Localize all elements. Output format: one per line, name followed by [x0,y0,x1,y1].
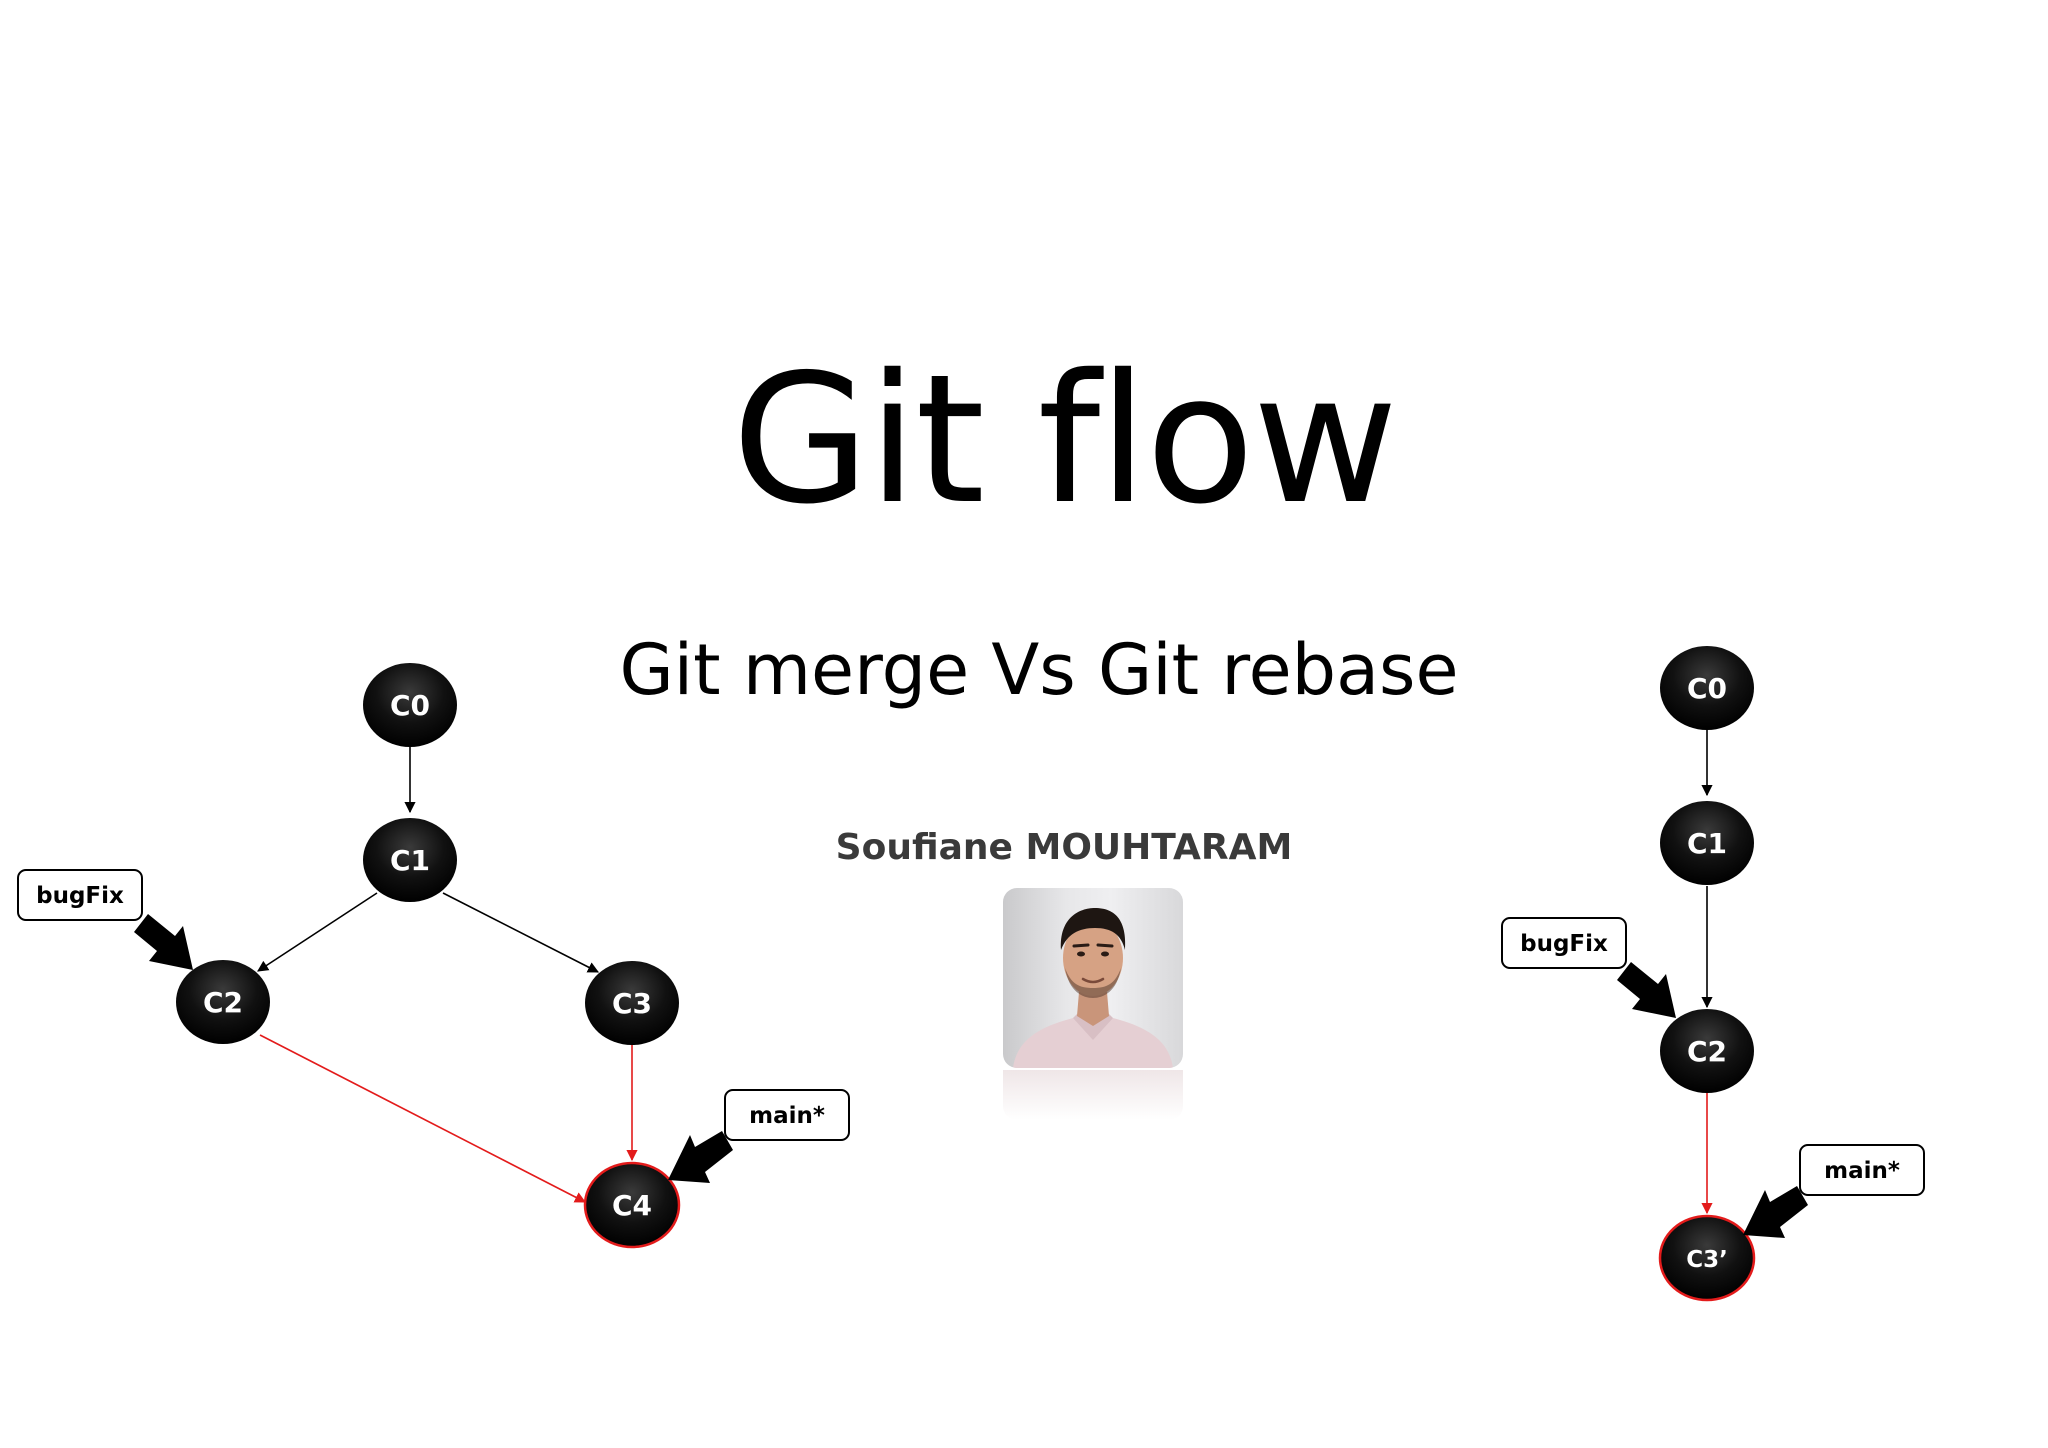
branch-tag-bugfix: bugFix [1501,917,1627,969]
author-avatar [1003,888,1183,1068]
rebase-diagram: C0 C1 C2 C3’ bugFix [1501,646,1925,1302]
commit-node-c3prime: C3’ [1658,1214,1756,1302]
branch-pointer-arrow-icon [134,914,193,970]
avatar-reflection [1003,1070,1183,1120]
person-portrait-icon [1013,908,1173,1068]
commit-label: C2 [203,986,243,1019]
commit-node-c0: C0 [1660,646,1754,730]
branch-label: bugFix [36,883,124,909]
commit-node-c1: C1 [363,818,457,902]
merge-diagram: C0 C1 C2 C3 C4 bugFix [17,663,850,1249]
commit-node-c2: C2 [176,960,270,1044]
commit-label: C3 [612,987,652,1020]
commit-node-c0: C0 [363,663,457,747]
commit-label: C1 [390,844,430,877]
branch-label: main* [1824,1158,1900,1184]
commit-label: C3’ [1686,1247,1728,1273]
commit-label: C0 [1687,672,1727,705]
commit-label: C1 [1687,827,1727,860]
branch-label: main* [749,1103,825,1129]
commit-label: C2 [1687,1035,1727,1068]
branch-tag-main: main* [1799,1144,1925,1196]
commit-node-c4: C4 [583,1161,681,1249]
commit-label: C0 [390,689,430,722]
branch-label: bugFix [1520,931,1608,957]
edge-c1-c3 [442,892,599,973]
commit-label: C4 [612,1189,652,1222]
edge-c1-c2 [257,892,378,972]
author-name: Soufiane MOUHTARAM [835,827,1293,868]
edge-c2-c4 [259,1034,586,1203]
branch-pointer-arrow-icon [1743,1186,1808,1238]
slide-title: Git flow [731,336,1398,543]
branch-pointer-arrow-icon [668,1131,733,1183]
commit-node-c1: C1 [1660,801,1754,885]
slide-subtitle: Git merge Vs Git rebase [619,629,1459,711]
branch-pointer-arrow-icon [1617,962,1676,1018]
commit-node-c3: C3 [585,961,679,1045]
branch-tag-main: main* [724,1089,850,1141]
commit-node-c2: C2 [1660,1009,1754,1093]
branch-tag-bugfix: bugFix [17,869,143,921]
